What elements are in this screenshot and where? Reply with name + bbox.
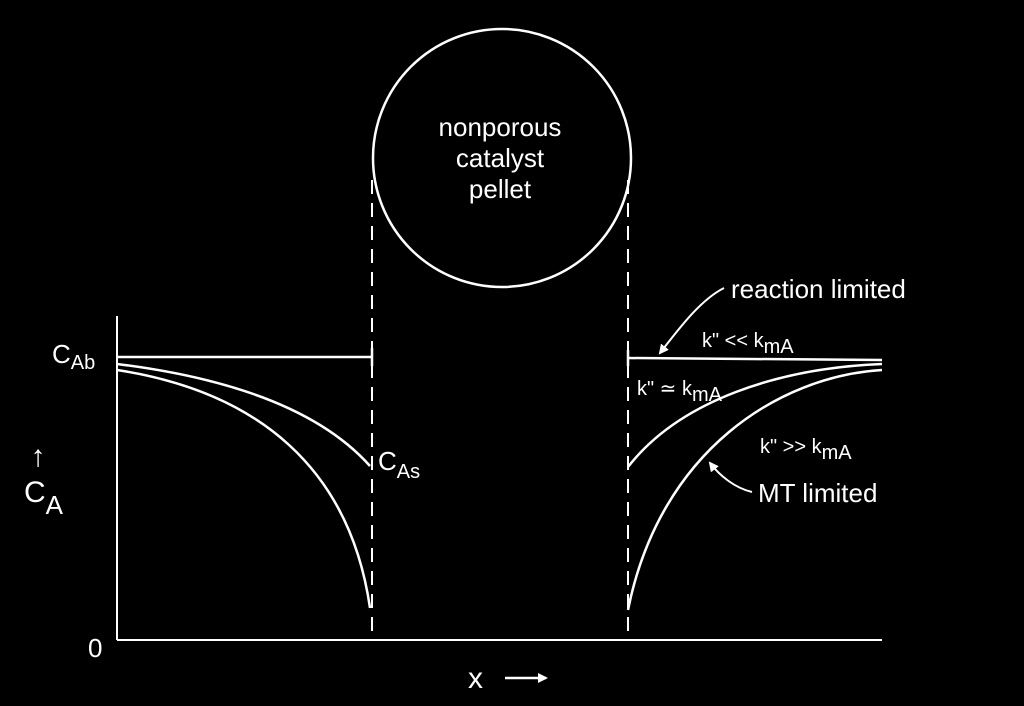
cas-label-main: C xyxy=(378,446,397,476)
cab-label-sub: Ab xyxy=(71,352,95,374)
cas-label-sub: As xyxy=(397,461,420,483)
k-much-greater-main: k" >> k xyxy=(760,436,823,458)
k-much-less-main: k" << k xyxy=(702,330,765,352)
left-mt-limited-profile xyxy=(116,368,372,609)
reaction-limited-arrow xyxy=(658,287,725,355)
k-approx-label: k" ≃ kmA xyxy=(637,378,723,406)
k-approx-main: k" ≃ k xyxy=(637,378,693,400)
pellet-label-line2: catalyst xyxy=(456,143,545,173)
mt-limited-label: MT limited xyxy=(758,478,877,508)
k-much-greater-sub: mA xyxy=(822,442,853,464)
k-approx-sub: mA xyxy=(692,384,723,406)
mt-limited-arrow xyxy=(708,461,753,493)
k-much-less-label: k" << kmA xyxy=(702,330,794,358)
right-intermediate-profile xyxy=(627,362,883,468)
pellet-label-line3: pellet xyxy=(469,174,532,204)
k-much-less-sub: mA xyxy=(764,336,795,358)
reaction-limited-label: reaction limited xyxy=(731,274,906,304)
y-axis-arrow: ↑ xyxy=(31,440,46,473)
cas-label: CAs xyxy=(378,446,420,483)
right-mt-limited-profile xyxy=(626,368,883,611)
left-intermediate-profile xyxy=(116,362,371,467)
y-axis-label: CA xyxy=(24,476,64,520)
catalyst-pellet xyxy=(371,27,633,289)
pellet-label-line1: nonporous xyxy=(439,112,562,142)
x-axis-label: x xyxy=(468,662,483,695)
right-reaction-limited-profile xyxy=(627,356,883,362)
y-axis-label-sub: A xyxy=(46,490,64,520)
cab-label: CAb xyxy=(52,339,95,374)
k-much-greater-label: k" >> kmA xyxy=(760,436,852,464)
y-axis-label-main: C xyxy=(24,476,46,509)
origin-label: 0 xyxy=(88,633,102,663)
cab-label-main: C xyxy=(52,339,71,369)
